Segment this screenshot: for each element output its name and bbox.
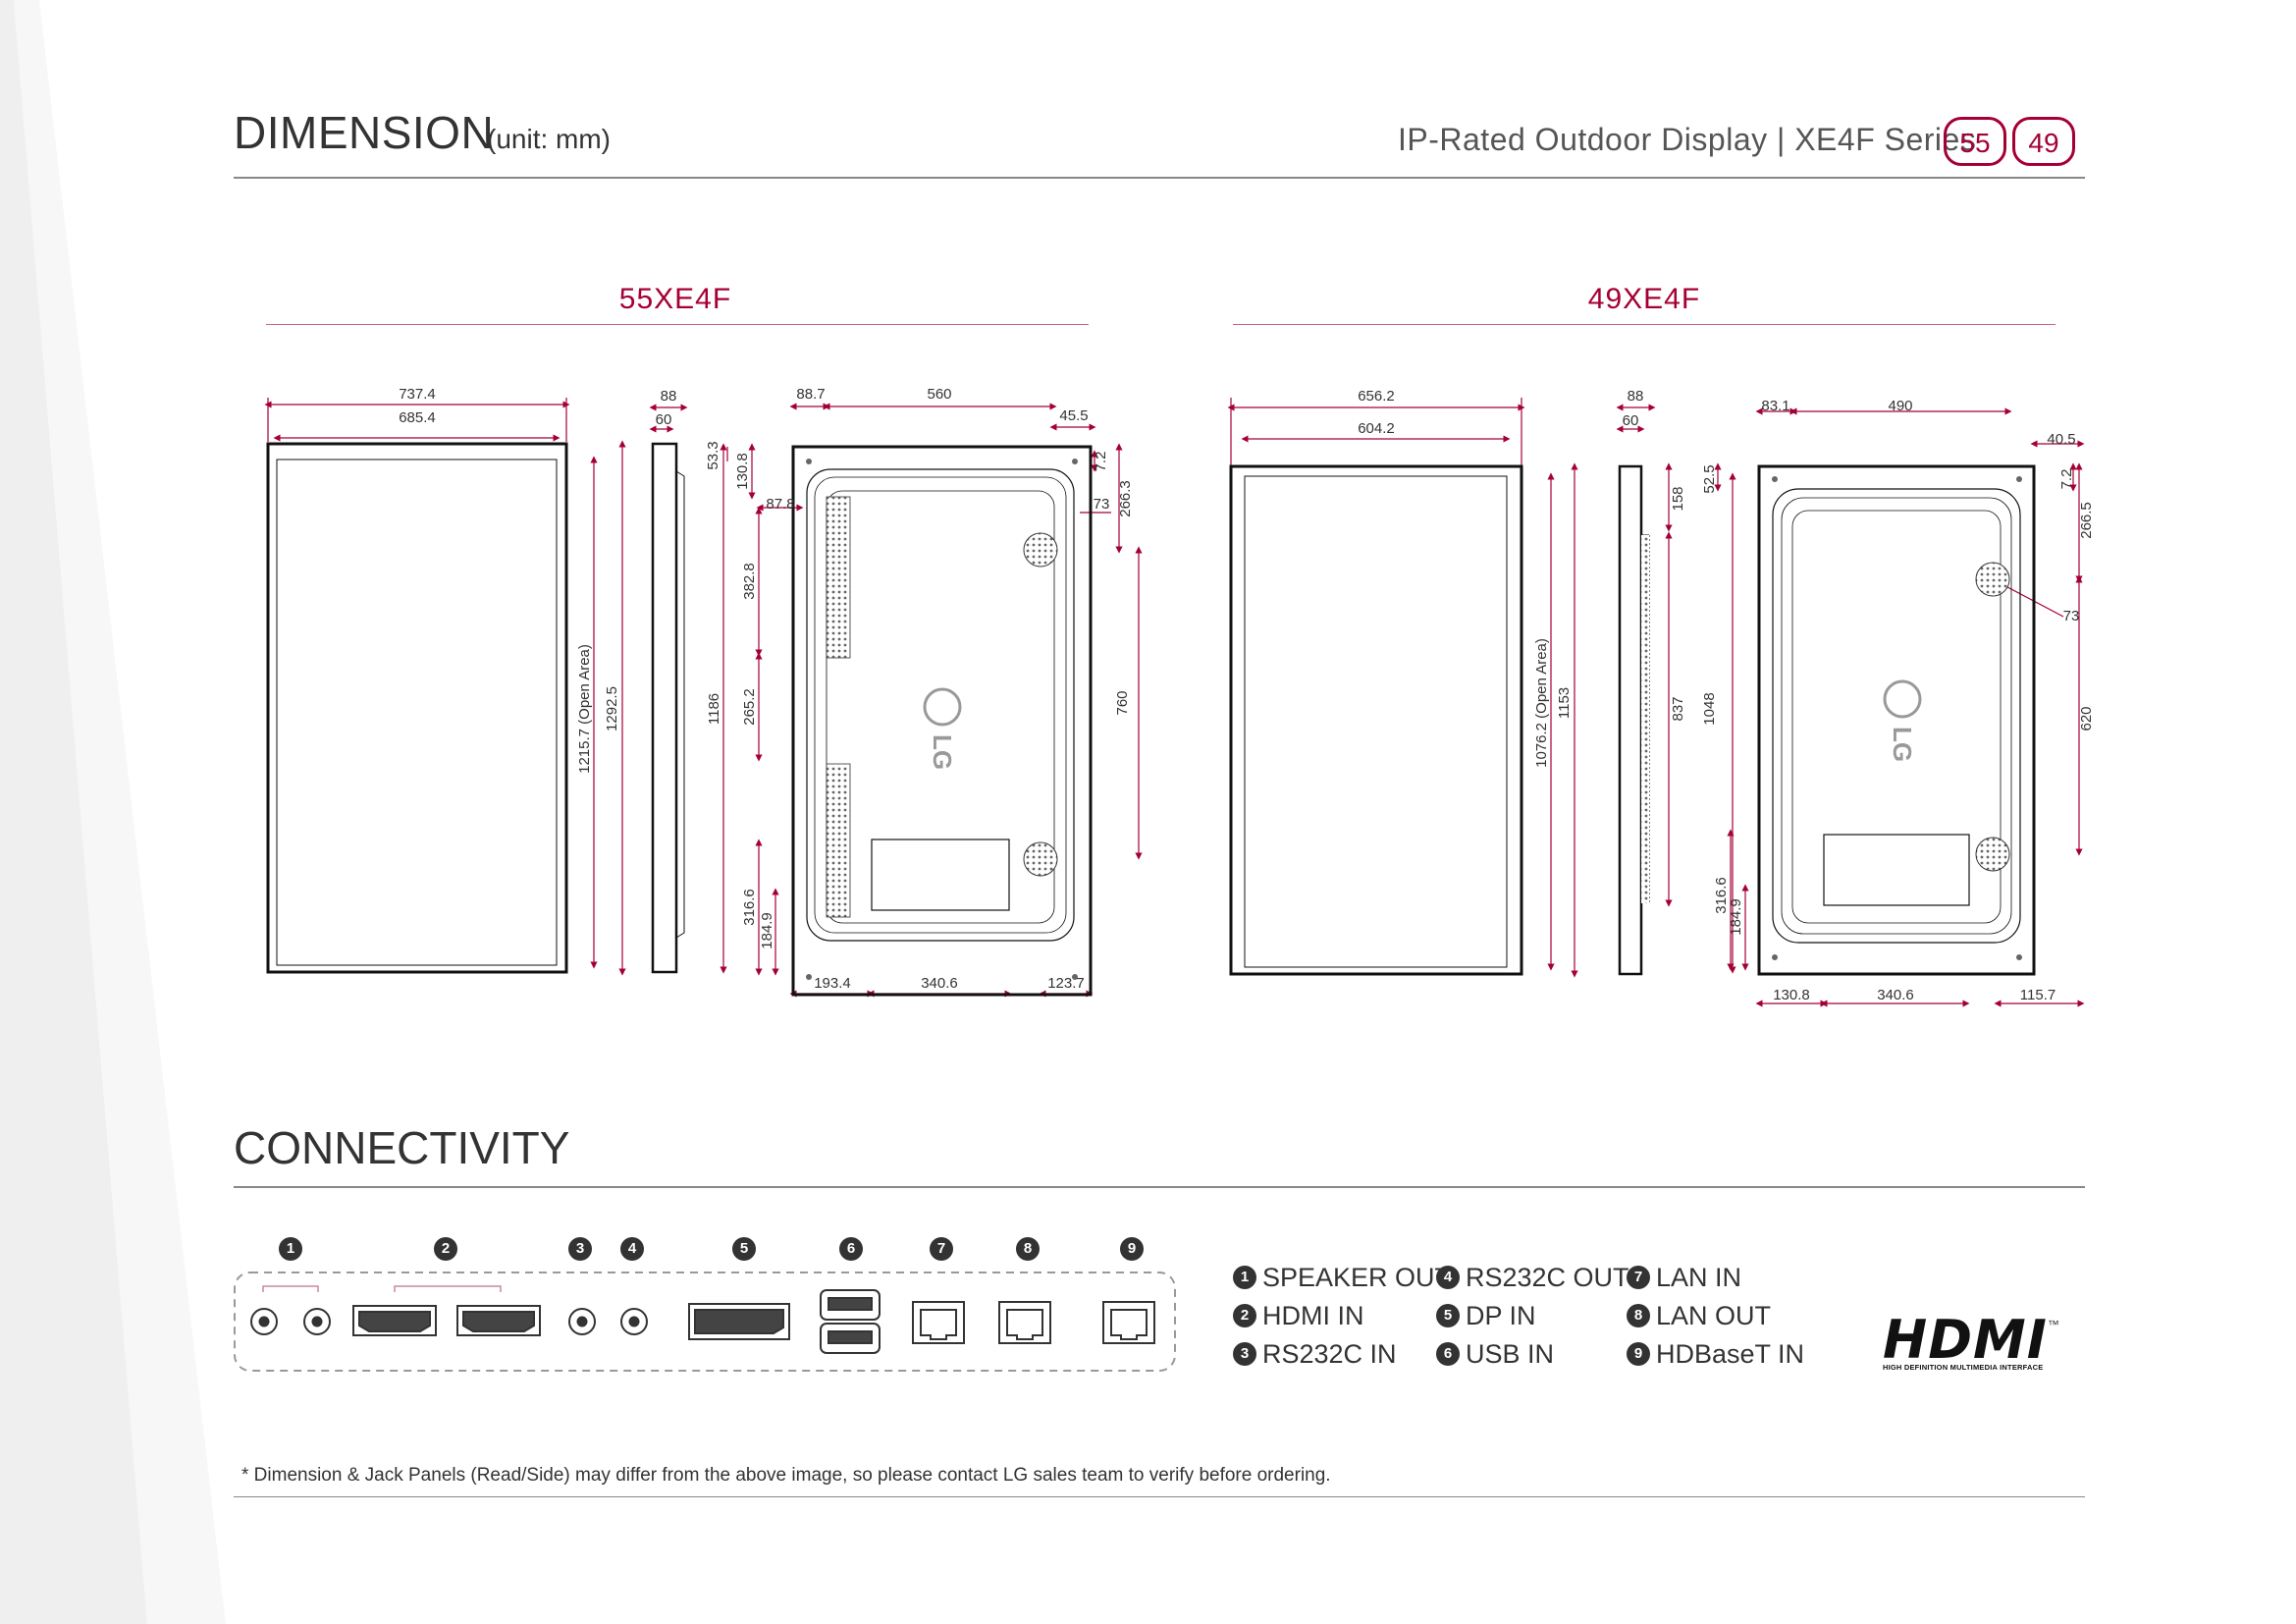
model-title-55: 55XE4F [618,283,732,315]
svg-text:45.5: 45.5 [1059,407,1088,424]
svg-text:73: 73 [2063,608,2080,624]
svg-text:60: 60 [1623,412,1639,429]
svg-text:265.2: 265.2 [741,688,758,726]
svg-text:1153: 1153 [1556,687,1573,719]
port-number-2: 2 [434,1237,457,1261]
svg-text:490: 490 [1888,398,1912,414]
svg-text:382.8: 382.8 [741,563,758,600]
port-number-9: 9 [1120,1237,1144,1261]
port-number-3: 3 [568,1237,592,1261]
svg-text:266.3: 266.3 [1117,480,1134,517]
svg-text:837: 837 [1670,696,1686,721]
size-badge-55: 55 [1944,117,2006,166]
svg-text:604.2: 604.2 [1358,420,1395,437]
svg-text:88: 88 [1628,388,1644,405]
page-title: DIMENSION [234,107,495,158]
svg-text:737.4: 737.4 [399,386,436,403]
svg-text:88: 88 [661,388,677,405]
model-title-49: 49XE4F [1587,283,1701,315]
svg-text:7.2: 7.2 [1093,452,1109,472]
svg-text:123.7: 123.7 [1047,975,1085,992]
port-number-5: 5 [732,1237,756,1261]
svg-text:115.7: 115.7 [2020,987,2056,1003]
svg-text:184.9: 184.9 [759,912,775,949]
footer-divider [234,1496,2085,1497]
svg-text:1048: 1048 [1701,692,1718,725]
jack-panel [234,1272,1176,1372]
svg-text:316.6: 316.6 [1713,877,1730,914]
size-badge-49: 49 [2012,117,2075,166]
svg-text:83.1: 83.1 [1761,398,1789,414]
svg-text:73: 73 [1094,496,1110,513]
port-number-7: 7 [930,1237,953,1261]
svg-text:266.5: 266.5 [2078,502,2095,539]
svg-text:340.6: 340.6 [921,975,958,992]
port-number-1: 1 [279,1237,302,1261]
port-number-6: 6 [839,1237,863,1261]
svg-text:685.4: 685.4 [399,409,436,426]
footnote: * Dimension & Jack Panels (Read/Side) ma… [241,1465,1331,1486]
svg-text:LG: LG [1888,727,1917,762]
connectivity-title: CONNECTIVITY [234,1122,570,1173]
svg-text:1215.7 (Open Area): 1215.7 (Open Area) [576,644,593,774]
model-divider-55 [266,324,1089,325]
svg-text:184.9: 184.9 [1728,898,1744,936]
svg-text:760: 760 [1114,690,1131,715]
svg-text:130.8: 130.8 [734,453,751,490]
svg-text:53.3: 53.3 [705,441,721,469]
svg-text:340.6: 340.6 [1877,987,1914,1003]
unit-label: (unit: mm) [487,124,611,154]
svg-text:1076.2 (Open Area): 1076.2 (Open Area) [1533,638,1550,768]
connectivity-divider [234,1186,2085,1188]
svg-text:52.5: 52.5 [1701,464,1718,493]
svg-text:560: 560 [927,386,951,403]
model-divider-49 [1233,324,2056,325]
svg-text:1186: 1186 [706,693,722,725]
svg-text:60: 60 [656,411,672,428]
svg-text:88.7: 88.7 [796,386,825,403]
port-number-8: 8 [1016,1237,1040,1261]
port-number-4: 4 [620,1237,644,1261]
svg-text:193.4: 193.4 [814,975,851,992]
svg-text:656.2: 656.2 [1358,388,1395,405]
hdmi-logo: HDMI™ HIGH DEFINITION MULTIMEDIA INTERFA… [1883,1309,2059,1373]
svg-text:LG: LG [928,734,957,770]
svg-text:130.8: 130.8 [1773,987,1810,1003]
svg-text:620: 620 [2078,706,2095,731]
series-title: IP-Rated Outdoor Display | XE4F Series [1398,122,1977,157]
svg-text:316.6: 316.6 [741,889,758,926]
svg-text:158: 158 [1670,486,1686,511]
svg-text:1292.5: 1292.5 [604,686,620,731]
svg-text:40.5: 40.5 [2047,431,2075,448]
svg-text:7.2: 7.2 [2058,469,2075,490]
header-divider [234,177,2085,179]
svg-text:87.8: 87.8 [766,496,794,513]
